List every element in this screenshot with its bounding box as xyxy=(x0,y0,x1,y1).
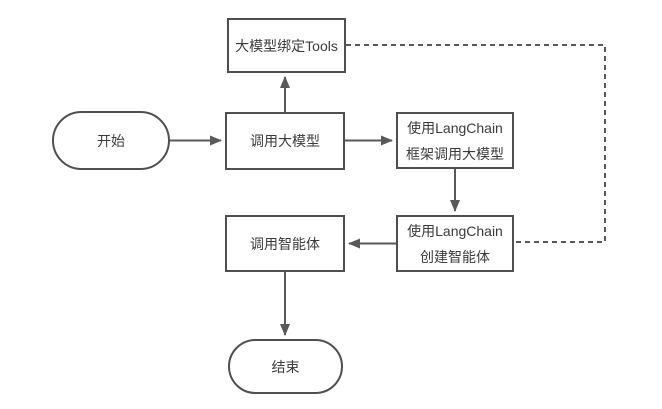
node-langchain-agent: 使用LangChain 创建智能体 xyxy=(396,215,514,272)
node-start: 开始 xyxy=(52,111,170,170)
node-call-agent-label: 调用智能体 xyxy=(250,235,320,252)
node-bind-tools: 大模型绑定Tools xyxy=(227,18,346,73)
node-start-label: 开始 xyxy=(97,132,125,149)
node-end: 结束 xyxy=(228,339,343,394)
node-langchain-agent-label-line2: 创建智能体 xyxy=(420,248,490,265)
node-call-llm: 调用大模型 xyxy=(225,112,345,170)
node-langchain-call: 使用LangChain 框架调用大模型 xyxy=(396,112,514,169)
node-langchain-call-label-line1: 使用LangChain xyxy=(407,119,503,136)
node-bind-tools-label: 大模型绑定Tools xyxy=(235,37,338,54)
node-call-llm-label: 调用大模型 xyxy=(250,133,320,149)
node-langchain-call-label-line2: 框架调用大模型 xyxy=(406,145,504,162)
node-langchain-agent-label-line1: 使用LangChain xyxy=(407,222,503,239)
edge-bind-tools-to-langchain-agent-dashed xyxy=(346,44,606,243)
node-call-agent: 调用智能体 xyxy=(225,215,345,272)
node-end-label: 结束 xyxy=(271,358,300,375)
